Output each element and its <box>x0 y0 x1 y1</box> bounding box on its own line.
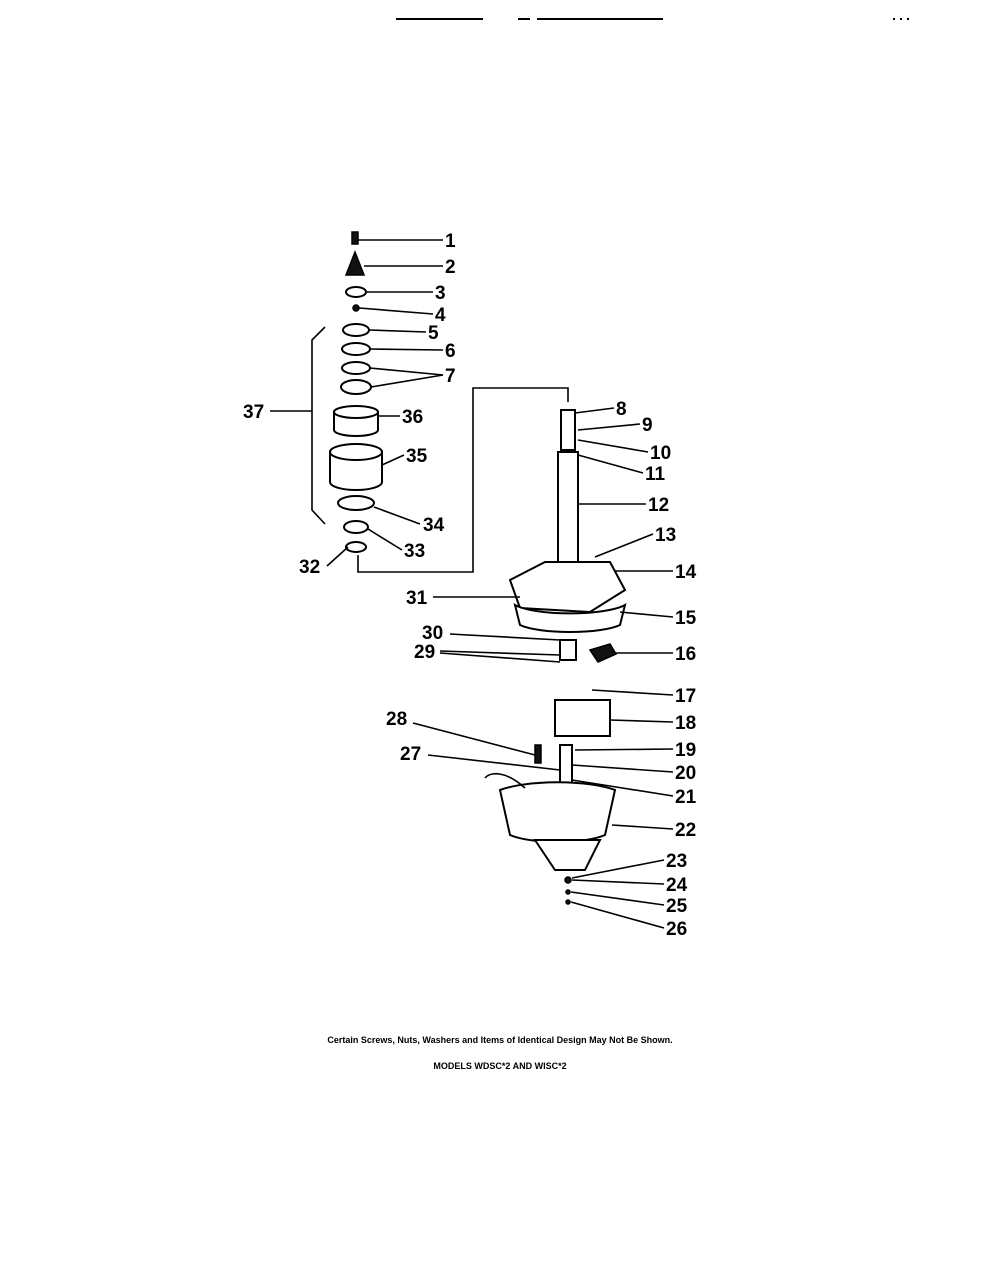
callout-29: 29 <box>414 642 435 663</box>
callout-9: 9 <box>642 415 653 436</box>
part-4 <box>352 304 360 312</box>
callout-12: 12 <box>648 495 669 516</box>
callout-35: 35 <box>406 446 428 467</box>
callout-20: 20 <box>675 763 696 784</box>
callout-24: 24 <box>666 875 688 896</box>
callout-19: 19 <box>675 740 696 761</box>
callout-8: 8 <box>616 399 627 420</box>
callout-28: 28 <box>386 709 407 730</box>
callout-3: 3 <box>435 283 446 304</box>
callout-18: 18 <box>675 713 696 734</box>
callout-15: 15 <box>675 608 697 629</box>
part-2-cone <box>344 249 366 276</box>
callout-30: 30 <box>422 623 443 644</box>
leader-lines <box>270 239 674 929</box>
callout-26: 26 <box>666 919 687 940</box>
callout-36: 36 <box>402 407 423 428</box>
callout-14: 14 <box>675 562 697 583</box>
callout-32: 32 <box>299 557 320 578</box>
callout-13: 13 <box>655 525 676 546</box>
callout-10: 10 <box>650 443 671 464</box>
callout-21: 21 <box>675 787 697 808</box>
callout-16: 16 <box>675 644 696 665</box>
callout-4: 4 <box>435 305 446 326</box>
callout-2: 2 <box>445 257 456 278</box>
callout-37: 37 <box>243 402 264 423</box>
part-35-hub <box>329 451 383 491</box>
callout-31: 31 <box>406 588 428 609</box>
part-1-bolt <box>351 231 359 245</box>
callout-7: 7 <box>445 366 456 387</box>
callout-6: 6 <box>445 341 456 362</box>
callout-labels: 1 2 3 4 5 6 7 8 9 10 11 12 13 14 15 16 1… <box>243 231 697 940</box>
callout-22: 22 <box>675 820 696 841</box>
models-caption: MODELS WDSC*2 AND WISC*2 <box>433 1061 567 1071</box>
callout-1: 1 <box>445 231 456 252</box>
disclaimer-note: Certain Screws, Nuts, Washers and Items … <box>327 1035 673 1045</box>
callout-33: 33 <box>404 541 425 562</box>
connector-bracket <box>357 387 569 573</box>
transmission-assembly <box>484 409 627 905</box>
callout-17: 17 <box>675 686 696 707</box>
callout-11: 11 <box>645 464 666 485</box>
callout-34: 34 <box>423 515 445 536</box>
callout-25: 25 <box>666 896 688 917</box>
callout-27: 27 <box>400 744 421 765</box>
bracket-37 <box>311 326 326 525</box>
callout-23: 23 <box>666 851 687 872</box>
left-part-stack <box>329 231 383 553</box>
part-3-washer <box>345 286 367 298</box>
callout-5: 5 <box>428 323 439 344</box>
